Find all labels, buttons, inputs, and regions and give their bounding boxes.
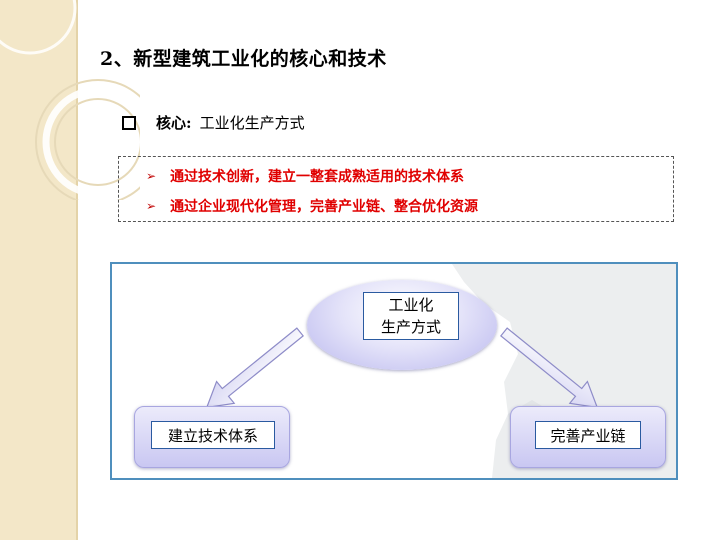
square-bullet-icon [122, 115, 136, 130]
arrowhead-bullet-icon: ➢ [146, 199, 157, 213]
core-bullet-row: 核心 : 工业化生产方式 [122, 112, 305, 133]
left-node: 建立技术体系 [134, 406, 290, 468]
center-node-label: 工业化 生产方式 [363, 292, 459, 340]
core-separator: : [186, 113, 192, 132]
relationship-diagram: 工业化 生产方式 建立技术体系 完善产业链 [110, 262, 678, 480]
arrow-to-right-node [500, 327, 599, 409]
highlights-box: ➢ 通过技术创新，建立一整套成熟适用的技术体系 ➢ 通过企业现代化管理，完善产业… [118, 156, 674, 222]
core-label: 核心 [156, 114, 187, 132]
highlight-text: 通过企业现代化管理，完善产业链、整合优化资源 [170, 199, 479, 215]
center-node: 工业化 生产方式 [307, 280, 497, 370]
right-node-label: 完善产业链 [535, 421, 641, 449]
slide-title: 2、新型建筑工业化的核心和技术 [100, 48, 387, 70]
arrow-to-left-node [205, 327, 304, 409]
arrowhead-bullet-icon: ➢ [146, 169, 157, 183]
right-node: 完善产业链 [510, 406, 666, 468]
center-node-line2: 生产方式 [380, 318, 441, 336]
diagram-arrows [205, 327, 599, 409]
decorative-circles [0, 0, 140, 200]
highlight-item: ➢ 通过技术创新，建立一整套成熟适用的技术体系 [146, 166, 464, 186]
center-node-line1: 工业化 [388, 296, 434, 314]
highlight-item: ➢ 通过企业现代化管理，完善产业链、整合优化资源 [146, 196, 478, 216]
left-node-label: 建立技术体系 [151, 421, 275, 449]
highlight-text: 通过技术创新，建立一整套成熟适用的技术体系 [170, 169, 465, 185]
core-value: 工业化生产方式 [199, 114, 305, 132]
